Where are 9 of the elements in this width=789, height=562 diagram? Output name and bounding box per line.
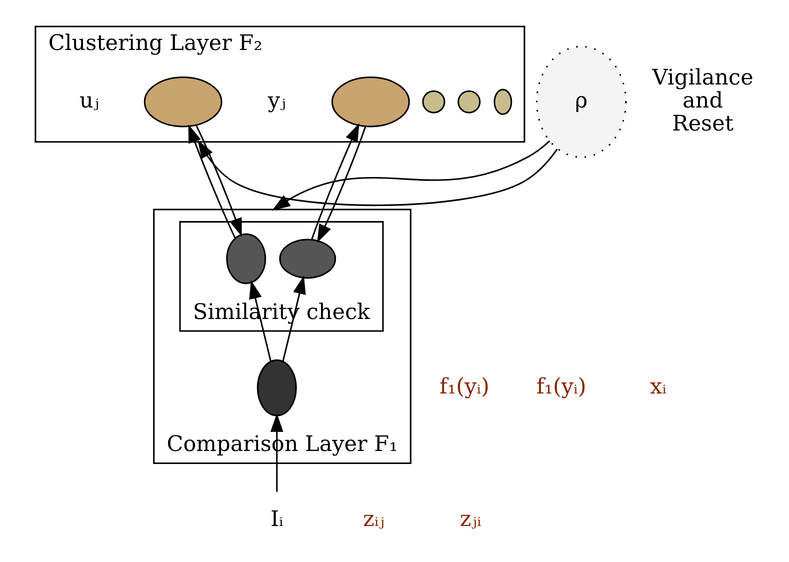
node-label: Vigilance and Reset <box>652 65 754 137</box>
label: zⱼᵢ <box>460 506 482 532</box>
node-text: Iᵢ <box>270 506 284 532</box>
node-label: yⱼ <box>268 88 286 114</box>
node-label: uⱼ <box>79 88 100 114</box>
label: f₁(yᵢ) <box>536 374 586 400</box>
label: zᵢⱼ <box>363 506 384 532</box>
label: xᵢ <box>650 374 666 400</box>
label: f₁(yᵢ) <box>440 374 490 400</box>
